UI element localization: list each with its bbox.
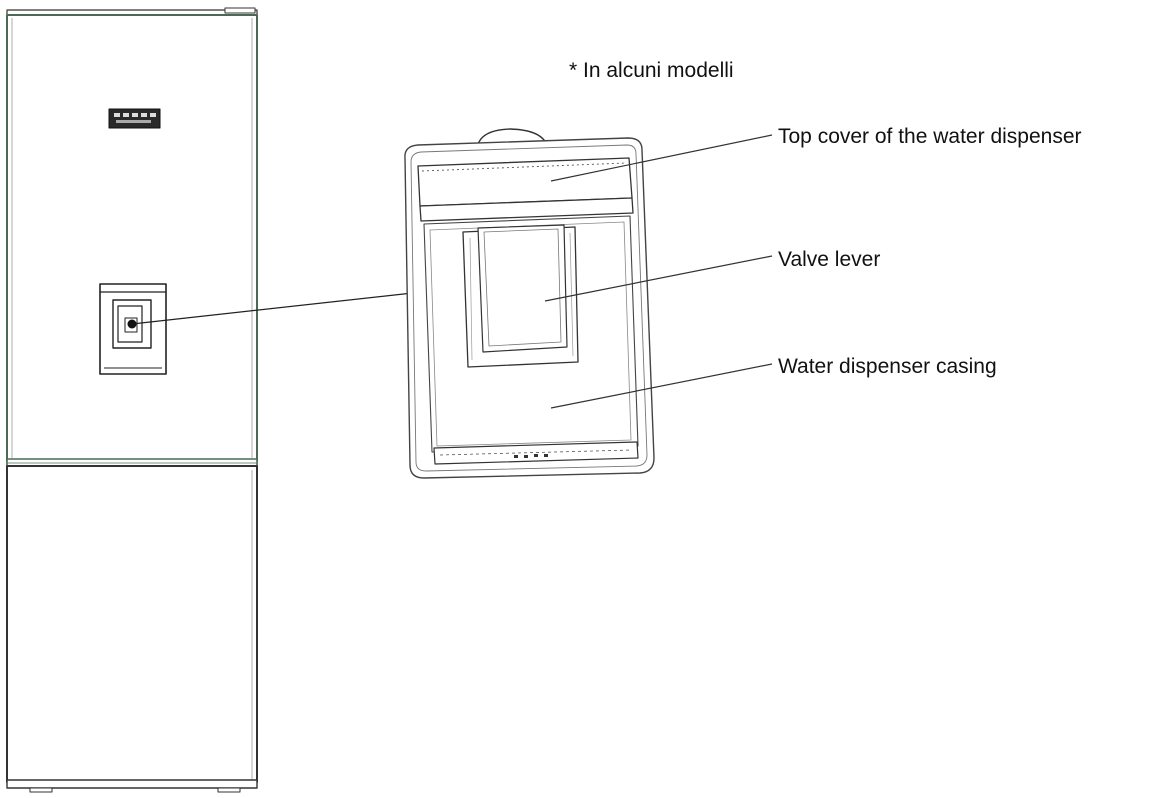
door-water-dispenser <box>99 283 167 375</box>
drip-tray <box>433 441 639 465</box>
dispenser-detail <box>404 128 655 479</box>
control-display-panel <box>108 108 161 129</box>
fridge-lower-door <box>6 465 258 783</box>
leader-top-cover <box>550 134 773 182</box>
fridge-foot-left <box>29 787 53 793</box>
models-note: * In alcuni modelli <box>569 59 734 82</box>
fridge-base <box>6 779 258 789</box>
callout-label-top-cover: Top cover of the water dispenser <box>778 125 1082 148</box>
dispenser-inner-frame <box>423 215 639 453</box>
fridge-foot-right <box>217 787 241 793</box>
valve-lever <box>462 224 579 368</box>
callout-label-dispenser-casing: Water dispenser casing <box>778 355 997 378</box>
callout-lines <box>544 134 773 409</box>
dispenser-cover-lip <box>419 197 634 222</box>
fridge-upper-door <box>6 14 258 462</box>
callout-label-valve-lever: Valve lever <box>778 248 881 271</box>
leader-dispenser-casing <box>550 363 773 409</box>
fridge-top-handle <box>224 7 256 14</box>
leader-valve-lever <box>544 255 773 302</box>
zoom-leader-start-dot <box>127 319 137 329</box>
refrigerator <box>6 7 258 793</box>
